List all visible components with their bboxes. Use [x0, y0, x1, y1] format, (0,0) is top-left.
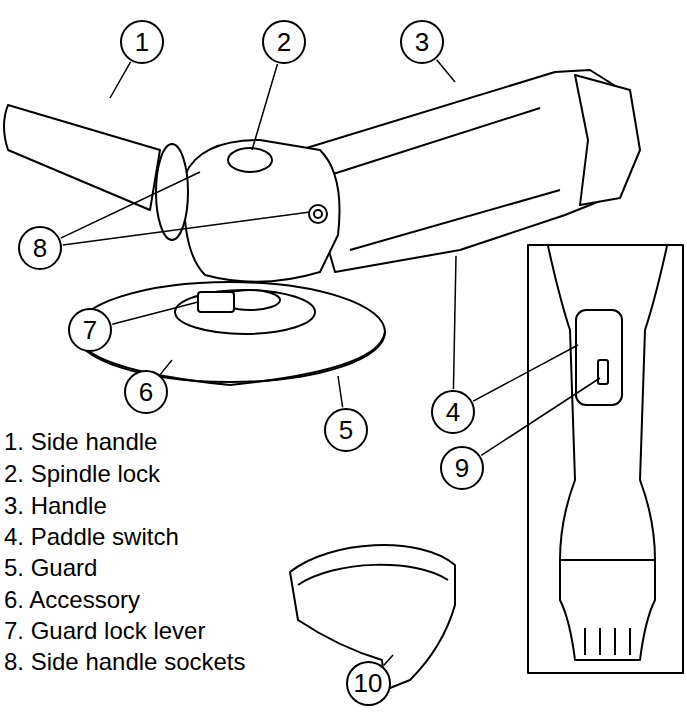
spindle-lock-button [228, 148, 272, 172]
cut-off-guard-edge [298, 565, 448, 585]
leader-line [110, 62, 131, 98]
part-name: 5. Guard [4, 554, 97, 582]
callout-circle: 1 [120, 20, 164, 64]
handle-bottom-view [548, 246, 667, 560]
guard [75, 282, 385, 382]
accessory-disc [175, 290, 315, 334]
handle-grip-line [330, 108, 560, 250]
connector-terminals [585, 628, 630, 655]
callout-circle: 5 [324, 408, 368, 452]
side-handle-socket [309, 205, 327, 223]
callout-number: 6 [139, 379, 153, 405]
part-name: 8. Side handle sockets [4, 648, 246, 676]
part-name: 7. Guard lock lever [4, 617, 205, 645]
battery-mount [575, 75, 640, 205]
gear-head [184, 140, 339, 282]
callout-number: 10 [354, 670, 383, 696]
callout-circle: 7 [68, 308, 112, 352]
callout-circle: 6 [124, 370, 168, 414]
callout-number: 1 [135, 29, 149, 55]
callout-number: 8 [33, 235, 47, 261]
callout-circle: 9 [440, 446, 484, 490]
callout-circle: 3 [400, 20, 444, 64]
guard-lock-lever [198, 292, 234, 312]
leader-line [384, 655, 393, 665]
callout-number: 9 [455, 455, 469, 481]
side-handle [4, 105, 160, 210]
part-name: 6. Accessory [4, 586, 140, 614]
callout-circle: 4 [431, 390, 475, 434]
paddle-switch [576, 310, 622, 405]
battery-connector [560, 560, 655, 660]
callout-number: 5 [339, 417, 353, 443]
leader-line [473, 345, 578, 401]
leader-line [338, 376, 343, 407]
part-name: 2. Spindle lock [4, 460, 160, 488]
leader-line [437, 60, 455, 82]
callout-circle: 10 [346, 661, 391, 706]
callout-number: 3 [415, 29, 429, 55]
leader-line [453, 256, 456, 389]
leader-line [112, 302, 198, 324]
callout-number: 2 [277, 29, 291, 55]
part-name: 3. Handle [4, 492, 107, 520]
lock-off-lever [598, 360, 608, 384]
callout-number: 7 [83, 317, 97, 343]
side-handle-socket [314, 210, 322, 218]
leader-line [161, 360, 172, 374]
leader-line [63, 212, 310, 245]
callout-circle: 2 [262, 20, 306, 64]
part-name: 1. Side handle [4, 428, 157, 456]
side-handle-flange [156, 144, 188, 240]
leader-line [481, 378, 600, 455]
part-name: 4. Paddle switch [4, 523, 179, 551]
leader-line [252, 64, 277, 150]
leader-line [61, 172, 200, 238]
inset-frame [528, 245, 683, 673]
callout-circle: 8 [18, 226, 62, 270]
callout-number: 4 [446, 399, 460, 425]
